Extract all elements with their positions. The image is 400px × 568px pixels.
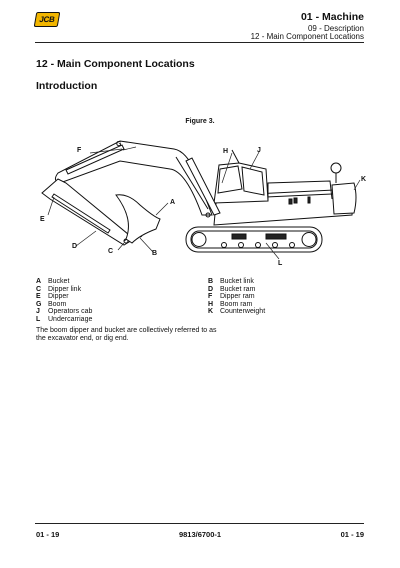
callout-G: G (116, 141, 122, 148)
footer-rule (35, 523, 364, 524)
subsection-title: Introduction (36, 80, 98, 92)
callout-F: F (77, 147, 82, 154)
dipper-ram-drawing (65, 144, 125, 175)
callout-A: A (170, 199, 175, 206)
callout-L: L (278, 260, 283, 267)
excavator-illustration: A B C D E F G H J K L (40, 140, 366, 267)
undercarriage-drawing (185, 226, 323, 253)
callout-E: E (40, 216, 45, 223)
section-reference: 12 - Main Component Locations (250, 32, 364, 41)
chapter-subtitle: 09 - Description (307, 24, 364, 33)
callout-K: K (361, 176, 366, 183)
bucket-drawing (115, 194, 161, 244)
page-number-left: 01 - 19 (36, 530, 60, 539)
section-title: 12 - Main Component Locations (36, 58, 195, 70)
chapter-title: 01 - Machine (300, 11, 364, 23)
document-number: 9813/6700-1 (178, 530, 222, 539)
boom-ram-drawing (185, 157, 221, 216)
callout-C: C (108, 248, 113, 255)
dig-end-note: The boom dipper and bucket are collectiv… (36, 327, 217, 343)
jcb-logo: JCB (33, 12, 61, 27)
dipper-drawing (41, 178, 135, 246)
callout-leaders (47, 146, 361, 260)
callout-H: H (223, 148, 228, 155)
header-rule (35, 42, 364, 43)
counterweight-drawing (331, 182, 357, 215)
bucket-ram-drawing (51, 193, 111, 234)
page-number-right: 01 - 19 (340, 530, 364, 539)
callout-D: D (72, 243, 77, 250)
figure-caption: Figure 3. (185, 118, 215, 125)
callout-J: J (257, 147, 261, 154)
operator-cab-drawing (213, 149, 269, 204)
callout-B: B (152, 250, 157, 257)
